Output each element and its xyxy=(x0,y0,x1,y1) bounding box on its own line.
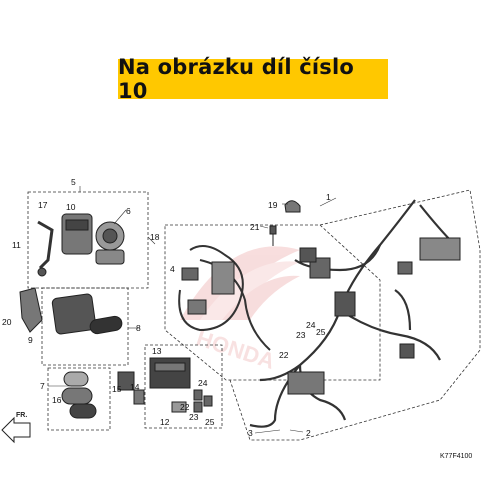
main-harness-box xyxy=(229,189,481,441)
sub-harness xyxy=(178,245,271,351)
callout-12: 12 xyxy=(160,417,170,427)
callout-4: 4 xyxy=(170,264,175,274)
leader-lines xyxy=(48,186,337,434)
callout-25-lower: 25 xyxy=(205,417,215,427)
honda-watermark-text: HONDA xyxy=(193,325,278,374)
callout-18: 18 xyxy=(150,232,160,242)
callout-3: 3 xyxy=(248,428,253,438)
callout-16: 16 xyxy=(52,395,62,405)
bolt-21 xyxy=(269,225,277,246)
callout-24-lower: 24 xyxy=(198,378,208,388)
group-box-5 xyxy=(27,191,149,289)
callout-13: 13 xyxy=(152,346,162,356)
group-box-9 xyxy=(41,287,129,366)
callout-7: 7 xyxy=(40,381,45,391)
fuse-box-group xyxy=(117,357,213,413)
part-number-banner: Na obrázku díl číslo 10 xyxy=(118,55,388,103)
callout-25-upper: 25 xyxy=(316,327,326,337)
callout-9: 9 xyxy=(28,335,33,345)
fuse-12 xyxy=(171,401,187,413)
bracket-20 xyxy=(19,287,43,333)
callout-1: 1 xyxy=(326,192,331,202)
callout-21: 21 xyxy=(250,222,260,232)
clip-19 xyxy=(284,200,301,213)
part-code: K77F4100 xyxy=(440,453,472,460)
group-box-13 xyxy=(144,344,223,429)
callout-24-upper: 24 xyxy=(306,320,316,330)
callout-22-upper: 22 xyxy=(279,350,289,360)
callout-22-lower: 22 xyxy=(180,402,190,412)
callout-10: 10 xyxy=(66,202,76,212)
callout-8: 8 xyxy=(136,323,141,333)
relay-15 xyxy=(117,371,135,391)
front-label: FR. xyxy=(16,412,27,419)
front-direction-arrow: FR. xyxy=(1,412,31,444)
banner-text: Na obrázku díl číslo 10 xyxy=(118,55,355,103)
callout-labels: 1 2 3 4 5 6 7 8 9 10 11 12 13 14 15 16 1… xyxy=(2,177,331,438)
coil xyxy=(211,261,235,295)
callout-17: 17 xyxy=(38,200,48,210)
callout-15: 15 xyxy=(112,384,122,394)
callout-23-lower: 23 xyxy=(189,412,199,422)
key-cover-set xyxy=(61,371,97,419)
key-fob-8 xyxy=(89,315,123,335)
smart-key-unit xyxy=(19,287,123,335)
callout-19: 19 xyxy=(268,200,278,210)
callout-14: 14 xyxy=(130,382,140,392)
key-fob-body xyxy=(51,293,97,335)
callout-20: 20 xyxy=(2,317,12,327)
group-box-7 xyxy=(47,367,111,431)
part-14 xyxy=(133,389,145,405)
bracket-11 xyxy=(37,220,54,270)
callout-2: 2 xyxy=(306,428,311,438)
ignition-switch-assembly xyxy=(37,213,125,277)
callout-11: 11 xyxy=(12,240,21,250)
callout-5: 5 xyxy=(71,177,76,187)
callout-23-upper: 23 xyxy=(296,330,306,340)
main-wire-harness-1 xyxy=(249,199,461,428)
callout-6: 6 xyxy=(126,206,131,216)
